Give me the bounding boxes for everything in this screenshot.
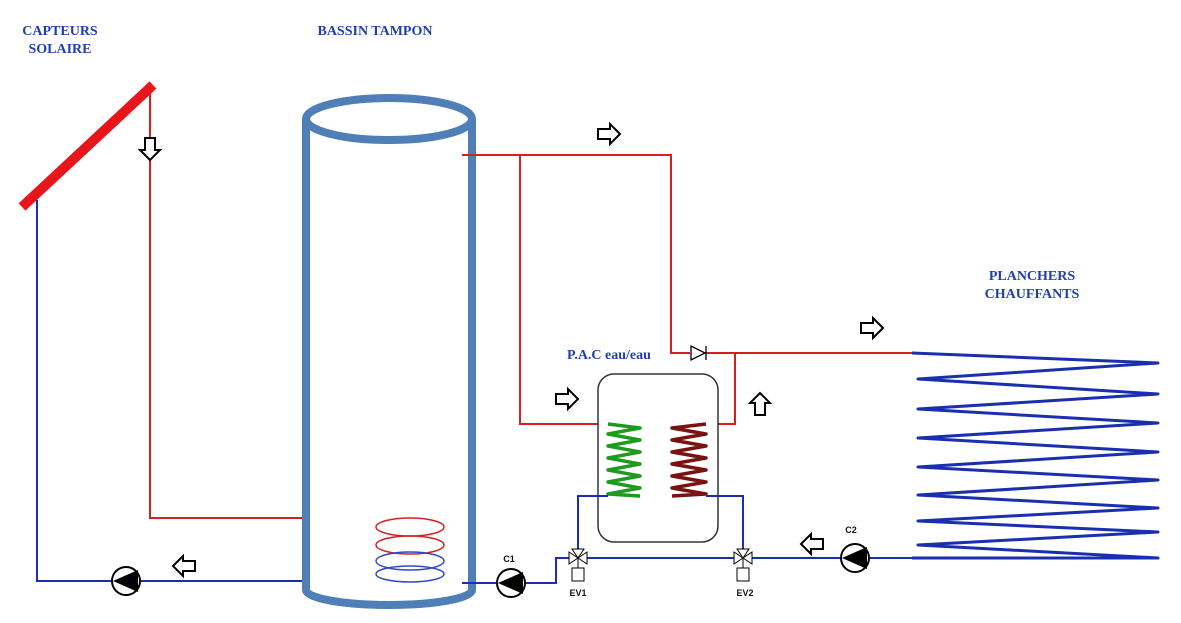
- heat-pump-box: [597, 373, 719, 543]
- pump-c2-icon: [840, 543, 870, 573]
- floor-heating-label: PLANCHERS: [989, 269, 1076, 284]
- flow-arrow-right-icon-2: [860, 317, 884, 339]
- heat-pump-evaporator-coil: [606, 422, 642, 498]
- valve-ev2-icon: [733, 548, 753, 582]
- solar-collector-panel: [18, 81, 157, 211]
- heat-pump-supply-pipe: [519, 155, 610, 425]
- pump-c1-icon: [496, 568, 526, 598]
- check-valve-icon: [690, 344, 707, 362]
- heat-pump-condenser-coil: [670, 422, 708, 498]
- flow-arrow-down-icon: [139, 137, 161, 161]
- floor-heating-coil: [911, 351, 1160, 560]
- flow-arrow-left-icon-2: [800, 533, 824, 555]
- flow-arrow-up-icon: [749, 392, 771, 416]
- tank-hot-outlet-pipe: [462, 154, 690, 354]
- pump-c2-label: C2: [845, 525, 857, 535]
- floor-heating-label-2: CHAUFFANTS: [985, 287, 1080, 302]
- valve-ev1-icon: [568, 548, 588, 582]
- solar-collectors-label-2: SOLAIRE: [28, 42, 91, 57]
- flow-arrow-right-icon: [597, 123, 621, 145]
- condenser-return-pipe: [706, 495, 744, 552]
- flow-arrow-left-icon: [172, 555, 196, 577]
- flow-arrow-right-icon-3: [555, 388, 579, 410]
- solar-cold-pipe: [36, 200, 400, 582]
- heat-pump-label: P.A.C eau/eau: [567, 348, 651, 363]
- solar-pump-icon: [111, 566, 141, 596]
- buffer-tank-label: BASSIN TAMPON: [317, 24, 432, 39]
- valve-ev2-label: EV2: [736, 588, 753, 598]
- valve-ev1-label: EV1: [569, 588, 586, 598]
- pump-c1-label: C1: [503, 554, 515, 564]
- solar-collectors-label: CAPTEURS: [22, 24, 98, 39]
- tank-coil: [375, 517, 445, 583]
- buffer-tank: [302, 94, 476, 609]
- evaporator-return-pipe: [577, 495, 608, 552]
